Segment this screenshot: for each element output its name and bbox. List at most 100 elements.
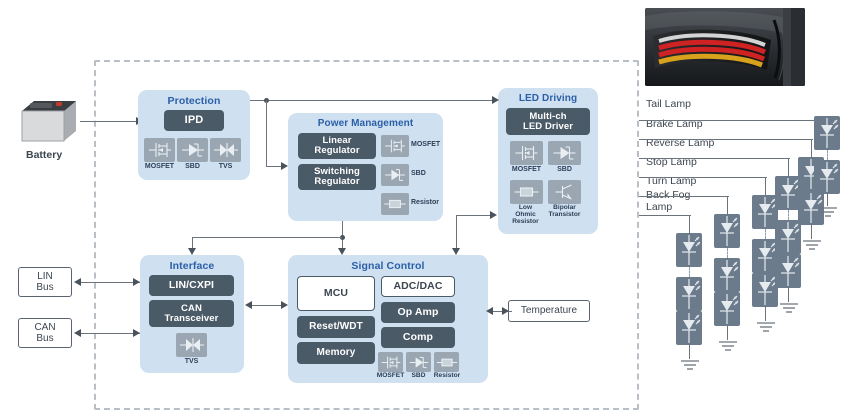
connector-power-interface-h: [192, 237, 342, 239]
block-title-interface: Interface: [169, 260, 215, 272]
arrow-power-interface: [188, 248, 196, 255]
low-ohmic-resistor-symbol-label: Low Ohmic Resistor: [503, 204, 548, 226]
mosfet-symbol-label: MOSFET: [376, 372, 405, 379]
led-dash-stop-1: [765, 229, 766, 239]
chip-can-transceiver-line1: CAN: [181, 302, 202, 314]
arrow-protection-led: [492, 96, 499, 104]
ground-symbol-brake: [801, 238, 823, 256]
tvs-symbol: [210, 138, 241, 162]
lamp-drop-turn: [727, 196, 729, 214]
led-dash-tail-1: [827, 150, 828, 160]
temperature-box[interactable]: Temperature: [508, 300, 590, 322]
tail-lamp-photo: [645, 8, 805, 86]
led-dash-backfog-1: [689, 267, 690, 277]
chip-adc-dac[interactable]: ADC/DAC: [381, 276, 455, 297]
chip-switching-regulator-line1: Switching: [314, 166, 360, 178]
lin-bus-box[interactable]: LIN Bus: [18, 267, 72, 297]
can-bus-line1: CAN: [34, 321, 56, 333]
led-stop-2: [752, 239, 778, 273]
led-reverse-2: [775, 220, 801, 254]
block-title-protection: Protection: [167, 95, 221, 107]
mosfet-symbol-label: MOSFET: [511, 166, 542, 173]
tvs-symbol-label: TVS: [184, 358, 199, 365]
lamp-label-reverse: Reverse Lamp: [646, 137, 715, 149]
can-bus-box[interactable]: CAN Bus: [18, 318, 72, 348]
chip-reset-wdt[interactable]: Reset/WDT: [297, 316, 375, 338]
chip-ipd[interactable]: IPD: [164, 110, 224, 131]
led-gnd-stem-brake: [811, 225, 813, 239]
ground-symbol-reverse: [778, 301, 800, 319]
lamp-label-turn: Turn Lamp: [646, 175, 697, 187]
low-ohmic-line1: Low: [518, 204, 533, 211]
led-reverse-3: [775, 254, 801, 288]
tvs-symbol: [176, 333, 207, 357]
chip-op-amp[interactable]: Op Amp: [381, 302, 455, 323]
chip-mcu[interactable]: MCU: [297, 276, 375, 311]
led-stop-1: [752, 195, 778, 229]
block-protection[interactable]: Protection: [138, 90, 250, 180]
chip-multich-led-driver[interactable]: Multi-ch LED Driver: [506, 108, 590, 135]
arrow-lin-left: [74, 278, 81, 286]
lamp-label-back-fog-line1: Back Fog: [646, 189, 691, 201]
bipolar-line1: Bipolar: [553, 204, 576, 211]
arrow-interface-left: [245, 301, 252, 309]
lamp-line-stop: [639, 177, 767, 179]
lin-bus-line1: LIN: [37, 270, 53, 282]
chip-comp[interactable]: Comp: [381, 327, 455, 348]
ground-symbol-turn: [717, 339, 739, 357]
led-gnd-stem-stop: [765, 307, 767, 321]
arrow-power-signal: [338, 248, 346, 255]
mosfet-symbol-label: MOSFET: [411, 141, 441, 148]
lamp-label-tail: Tail Lamp: [646, 98, 691, 110]
ground-symbol-stop: [755, 320, 777, 338]
led-dash-turn-1: [727, 248, 728, 258]
resistor-symbol-label: Resistor: [433, 372, 461, 379]
lamp-drop-stop: [765, 177, 767, 195]
chip-multich-led-driver-line2: LED Driver: [522, 120, 574, 132]
chip-linear-regulator-line1: Linear: [322, 135, 352, 147]
bipolar-line2: Transistor: [548, 210, 581, 218]
arrow-signal-right: [281, 301, 288, 309]
led-backfog-1: [676, 233, 702, 267]
block-title-power-management: Power Management: [317, 118, 414, 129]
ground-symbol-backfog: [679, 358, 701, 376]
arrow-can-left: [74, 329, 81, 337]
arrow-lin-right: [133, 278, 140, 286]
chip-lin-cxpi[interactable]: LIN/CXPI: [149, 275, 234, 296]
mosfet-symbol: [510, 141, 543, 165]
resistor-symbol: [434, 352, 459, 372]
led-turn-3: [714, 292, 740, 326]
led-backfog-2: [676, 277, 702, 311]
led-gnd-stem-reverse: [788, 288, 790, 302]
chip-linear-regulator[interactable]: Linear Regulator: [298, 133, 376, 159]
low-ohmic-line3: Resistor: [512, 217, 539, 225]
led-turn-1: [714, 214, 740, 248]
connector-signal-led-v: [456, 215, 458, 251]
sbd-symbol-label: SBD: [185, 163, 200, 170]
lamp-drop-brake: [811, 139, 813, 157]
chip-can-transceiver[interactable]: CAN Transceiver: [149, 300, 234, 327]
connector-can-bus: [80, 333, 140, 335]
ground-symbol-tail: [817, 205, 839, 223]
arrow-temperature-right: [502, 307, 509, 315]
resistor-symbol-label: Resistor: [411, 199, 440, 206]
sbd-symbol: [177, 138, 208, 162]
lamp-drop-reverse: [788, 158, 790, 176]
low-ohmic-line2: Ohmic: [515, 210, 536, 218]
resistor-symbol: [381, 193, 409, 215]
lamp-line-reverse: [639, 158, 790, 160]
sbd-symbol: [548, 141, 581, 165]
chip-switching-regulator-line2: Regulator: [314, 176, 360, 187]
lamp-drop-back-fog: [689, 215, 691, 233]
lin-bus-line2: Bus: [36, 282, 54, 293]
chip-can-transceiver-line2: Transceiver: [164, 312, 219, 324]
lamp-label-back-fog-line2: Lamp: [646, 200, 673, 213]
lamp-label-stop: Stop Lamp: [646, 156, 697, 168]
lamp-line-back-fog: [639, 215, 691, 217]
lamp-label-brake: Brake Lamp: [646, 118, 703, 130]
chip-memory[interactable]: Memory: [297, 342, 375, 364]
chip-switching-regulator[interactable]: Switching Regulator: [298, 164, 376, 190]
battery-label: Battery: [26, 149, 63, 161]
sbd-symbol-label: SBD: [411, 372, 426, 379]
lamp-line-brake: [639, 139, 813, 141]
